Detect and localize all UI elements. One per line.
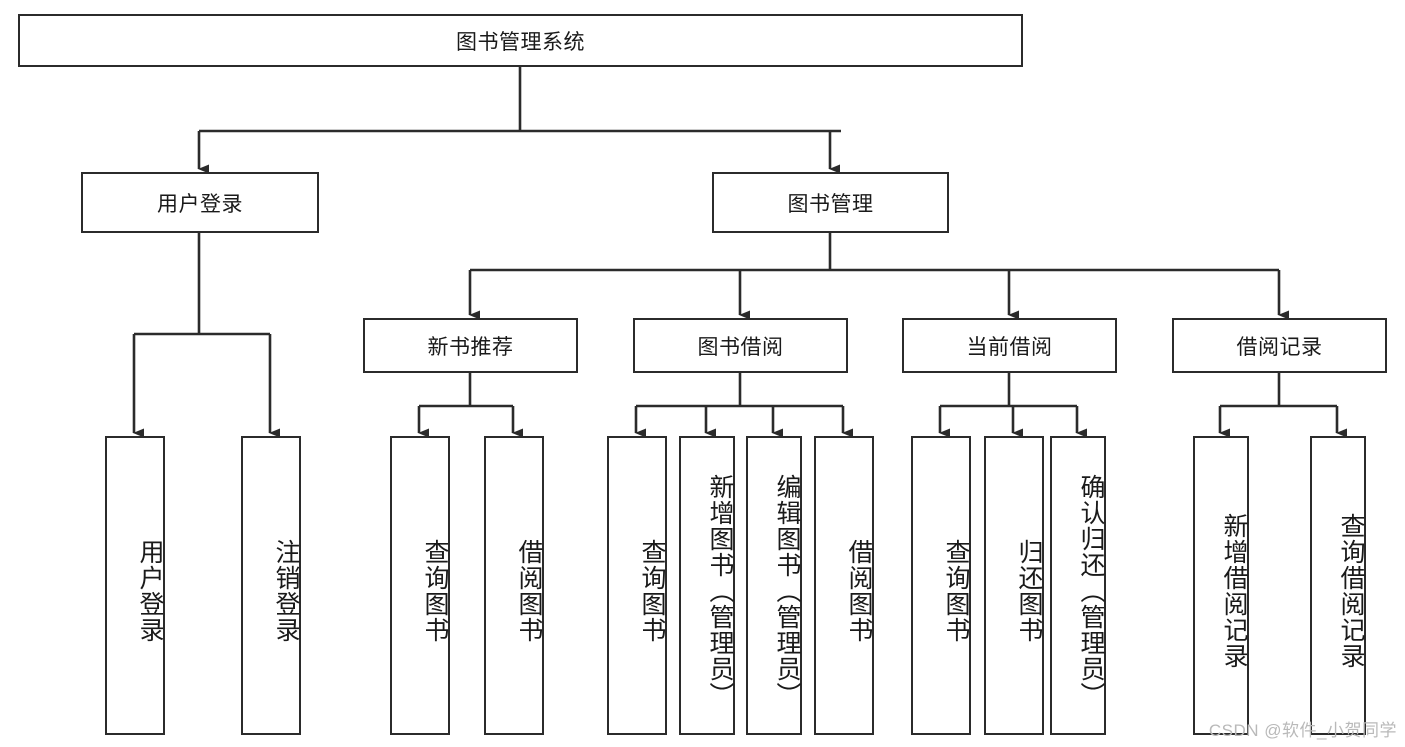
node-label: 图书管理	[787, 192, 874, 216]
node-label: 当前借阅	[966, 335, 1053, 359]
node-borrow-record[interactable]: 借阅记录	[1172, 318, 1387, 373]
node-label: 查询图书	[942, 538, 970, 643]
node-label: 新增借阅记录	[1220, 512, 1248, 669]
node-book-manage[interactable]: 图书管理	[712, 172, 949, 233]
node-leaf-query-book-1[interactable]: 查询图书	[390, 436, 450, 735]
node-label: 借阅图书	[515, 538, 543, 643]
node-user-login[interactable]: 用户登录	[81, 172, 319, 233]
node-leaf-add-borrow-record[interactable]: 新增借阅记录	[1193, 436, 1249, 735]
node-label: 用户登录	[157, 192, 243, 216]
node-new-book-recommend[interactable]: 新书推荐	[363, 318, 578, 373]
node-label: 图书管理系统	[456, 30, 585, 54]
node-leaf-query-book-3[interactable]: 查询图书	[911, 436, 971, 735]
node-leaf-logout-login[interactable]: 注销登录	[241, 436, 301, 735]
node-label: 确认归还（管理员）	[1077, 473, 1105, 708]
node-label: 图书借阅	[697, 335, 784, 359]
node-leaf-query-book-2[interactable]: 查询图书	[607, 436, 667, 735]
node-label: 新书推荐	[427, 335, 514, 359]
node-leaf-borrow-book-2[interactable]: 借阅图书	[814, 436, 874, 735]
node-label: 查询图书	[421, 538, 449, 643]
node-book-borrow[interactable]: 图书借阅	[633, 318, 848, 373]
node-label: 借阅记录	[1236, 335, 1323, 359]
node-current-borrow[interactable]: 当前借阅	[902, 318, 1117, 373]
node-leaf-confirm-return-admin[interactable]: 确认归还（管理员）	[1050, 436, 1106, 735]
node-leaf-query-borrow-record[interactable]: 查询借阅记录	[1310, 436, 1366, 735]
node-leaf-borrow-book-1[interactable]: 借阅图书	[484, 436, 544, 735]
node-label: 新增图书（管理员）	[706, 473, 734, 708]
node-label: 编辑图书（管理员）	[773, 473, 801, 708]
node-label: 借阅图书	[845, 538, 873, 643]
node-leaf-add-book-admin[interactable]: 新增图书（管理员）	[679, 436, 735, 735]
node-label: 注销登录	[272, 538, 300, 643]
node-root-title[interactable]: 图书管理系统	[18, 14, 1023, 67]
node-leaf-user-login[interactable]: 用户登录	[105, 436, 165, 735]
node-label: 查询借阅记录	[1337, 512, 1365, 669]
node-leaf-edit-book-admin[interactable]: 编辑图书（管理员）	[746, 436, 802, 735]
node-leaf-return-book[interactable]: 归还图书	[984, 436, 1044, 735]
node-label: 查询图书	[638, 538, 666, 643]
csdn-watermark: CSDN @软件_小贺同学	[1208, 721, 1397, 740]
node-label: 用户登录	[136, 538, 164, 643]
node-label: 归还图书	[1015, 538, 1043, 643]
